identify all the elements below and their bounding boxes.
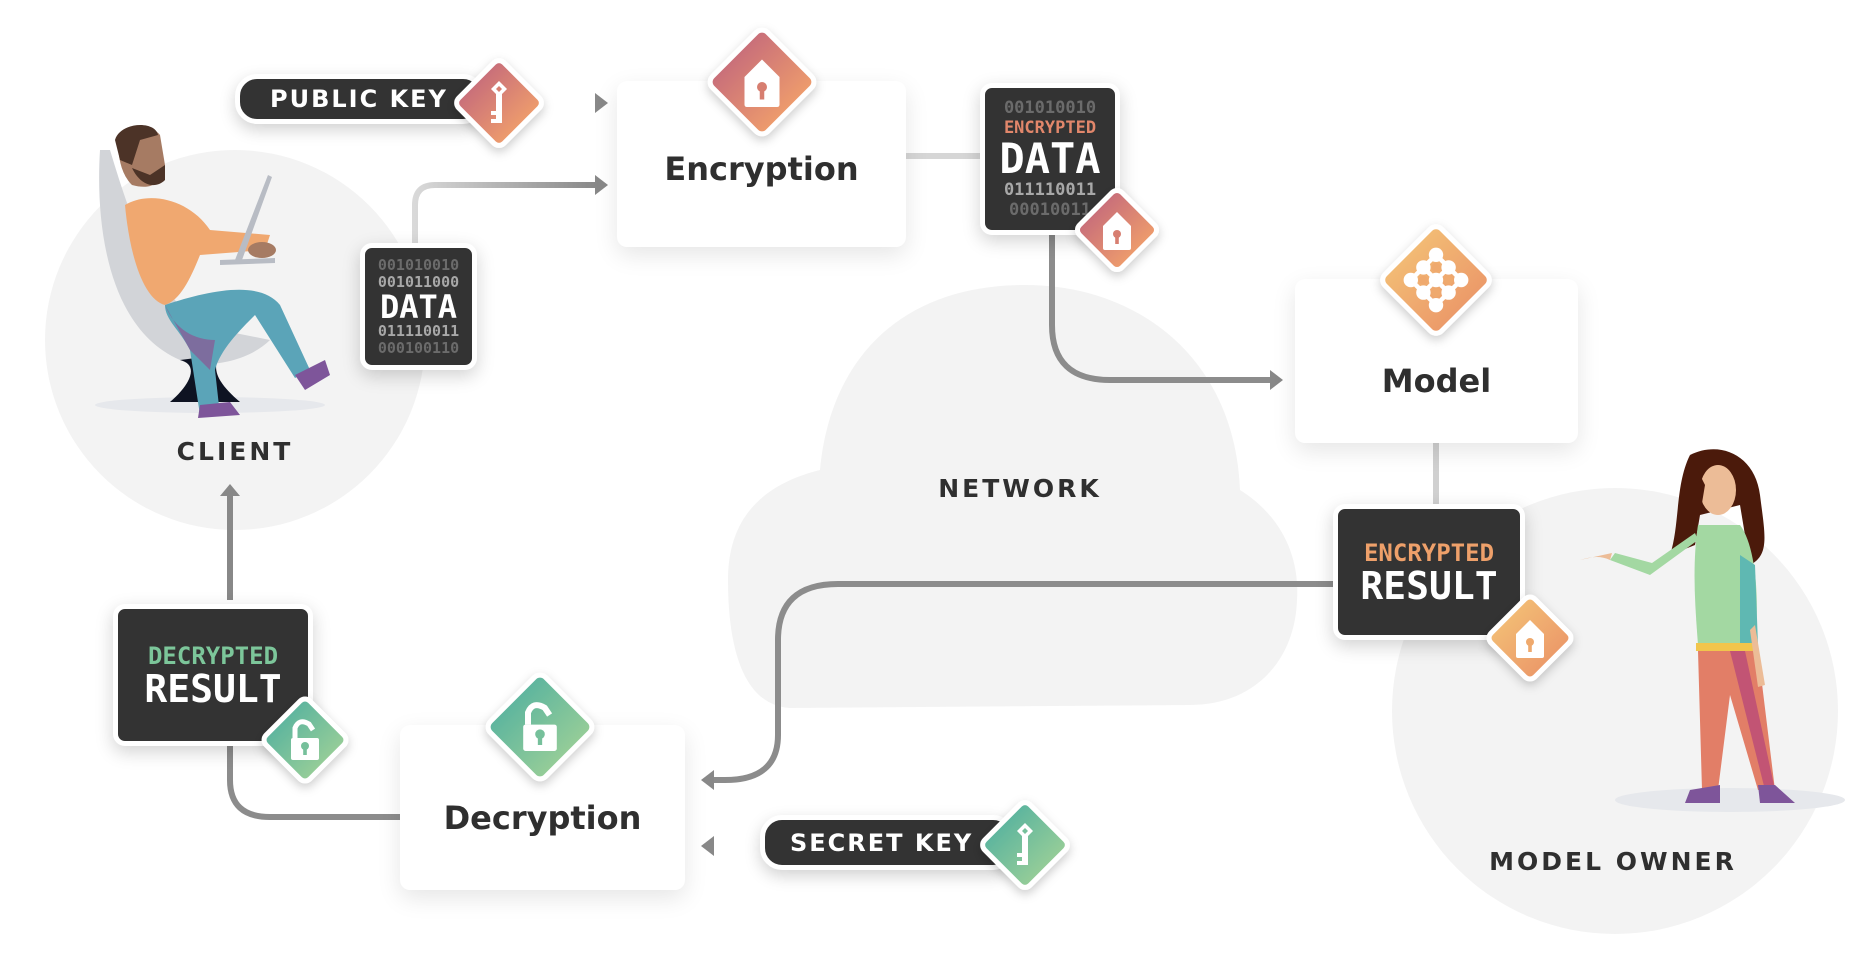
decrypted-result-card: DECRYPTED RESULT [113, 604, 313, 746]
arrow-encrypted-result-to-decryption [701, 581, 1333, 790]
network-label: NETWORK [938, 474, 1102, 503]
encrypted-result-tag: ENCRYPTED [1363, 539, 1495, 567]
data-main: DATA [379, 287, 458, 326]
secret-key-pill[interactable]: SECRET KEY [760, 815, 1015, 870]
arrow-public-key-to-encryption [545, 93, 608, 113]
decryption-title: Decryption [443, 798, 642, 837]
encrypted-result-card: ENCRYPTED RESULT [1333, 504, 1525, 640]
data-bits-2: 001011000 [377, 272, 460, 291]
decrypted-result-tag: DECRYPTED [147, 642, 279, 670]
encrypted-data-bits-1: 001010010 [1003, 98, 1097, 118]
encryption-box[interactable]: Encryption [617, 81, 906, 247]
client-figure [95, 124, 330, 418]
model-owner-figure [1580, 449, 1845, 812]
data-bits-3: 011110011 [377, 321, 460, 340]
encrypted-data-tag: ENCRYPTED [1003, 118, 1097, 138]
model-title: Model [1381, 362, 1492, 400]
decrypted-result-main: RESULT [144, 667, 282, 711]
arrow-data-to-encryption [412, 175, 608, 245]
model-owner-label: MODEL OWNER [1489, 847, 1737, 876]
model-box[interactable]: Model [1295, 279, 1578, 443]
encrypted-data-bits-3: 011110011 [1003, 180, 1097, 200]
decryption-box[interactable]: Decryption [400, 725, 685, 890]
arrow-encrypted-data-to-model [1049, 235, 1283, 390]
encryption-title: Encryption [664, 150, 859, 188]
arrow-decrypted-result-to-client [220, 484, 240, 600]
encrypted-data-bits-4: 00010011 [1009, 200, 1091, 220]
line-decryption-to-decrypted-result [227, 742, 400, 820]
encrypted-result-main: RESULT [1360, 564, 1498, 608]
encrypted-data-main: DATA [999, 134, 1101, 183]
public-key-label: PUBLIC KEY [270, 85, 448, 113]
secret-key-label: SECRET KEY [790, 828, 974, 857]
data-bits-4: 000100110 [377, 338, 460, 357]
public-key-pill[interactable]: PUBLIC KEY [235, 74, 485, 124]
arrow-secret-key-to-decryption [701, 836, 760, 856]
data-bits-1: 001010010 [377, 255, 460, 274]
encrypted-data-card: 001010010 ENCRYPTED DATA 011110011 00010… [980, 83, 1120, 235]
client-label: CLIENT [176, 437, 294, 466]
data-card: 001010010 001011000 DATA 011110011 00010… [360, 243, 477, 370]
